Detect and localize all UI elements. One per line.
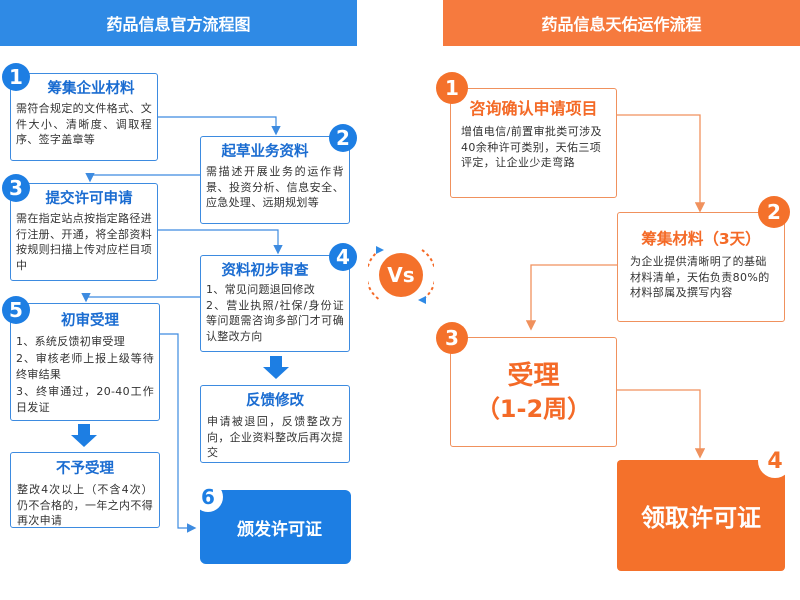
connector-2-3 (85, 172, 200, 183)
left-step-4-text: 1、常见问题退回修改 2、营业执照/社保/身份证等问题需咨询多部门才可确认整改方… (206, 283, 344, 343)
right-step-1-text: 增值电信/前置审批类可涉及40余种许可类别，天佑三项评定，让企业少走弯路 (461, 125, 602, 169)
left-step-2-number: 2 (329, 124, 357, 152)
left-step-2-text: 需描述开展业务的运作背景、投资分析、信息安全、应急处理、远期规划等 (206, 165, 344, 209)
left-step-5-title: 初审受理 (61, 313, 119, 329)
right-step-3-number: 3 (436, 322, 468, 354)
connector-3-4 (158, 229, 283, 255)
left-step-5-text: 1、系统反馈初审受理 2、审核老师上报上级等待终审结果 3、终审通过，20-40… (16, 335, 154, 414)
left-step-5-number: 5 (2, 296, 30, 324)
left-step-2-box: 起草业务资料 需描述开展业务的运作背景、投资分析、信息安全、应急处理、远期规划等 (200, 136, 350, 224)
arrow-down-icon (71, 424, 97, 447)
vs-label: Vs (387, 263, 415, 287)
feedback-box: 反馈修改 申请被退回，反馈整改方向，企业资料整改后再次提交 (200, 385, 350, 463)
right-step-2-title: 筹集材料（3天） (641, 230, 761, 248)
right-step-3-title-line2: （1-2周） (475, 395, 592, 423)
right-step-2-box: 筹集材料（3天） 为企业提供清晰明了的基础材料清单，天佑负责80%的材料部属及撰… (617, 212, 785, 322)
connector-r3-r4 (617, 389, 706, 459)
feedback-text: 申请被退回，反馈整改方向，企业资料整改后再次提交 (207, 415, 343, 459)
left-step-1-box: 筹集企业材料 需符合规定的文件格式、文件大小、清晰度、调取程序、签字盖章等 (10, 73, 158, 161)
right-step-4-title: 领取许可证 (641, 504, 761, 532)
connector-r1-r2 (617, 114, 706, 213)
left-step-2-title: 起草业务资料 (221, 144, 309, 160)
left-step-4-title: 资料初步审查 (221, 263, 309, 279)
reject-box: 不予受理 整改4次以上（不含4次）仍不合格的，一年之内不得再次申请 (10, 452, 160, 528)
right-step-4-box: 领取许可证 (617, 460, 785, 571)
right-step-4-number: 4 (758, 444, 792, 478)
right-step-1-title: 咨询确认申请项目 (469, 99, 598, 118)
right-step-1-number: 1 (436, 72, 468, 104)
left-step-1-text: 需符合规定的文件格式、文件大小、清晰度、调取程序、签字盖章等 (16, 102, 152, 146)
right-step-3-box: 受理 （1-2周） (450, 337, 617, 447)
left-step-6-title: 颁发许可证 (237, 519, 322, 540)
right-header-title: 药品信息天佑运作流程 (541, 15, 702, 34)
left-header: 药品信息官方流程图 (0, 0, 357, 46)
feedback-title: 反馈修改 (246, 393, 304, 409)
right-step-3-title-line1: 受理 (507, 361, 560, 391)
left-step-4-number: 4 (329, 243, 357, 271)
left-header-title: 药品信息官方流程图 (106, 15, 251, 34)
connector-4-5 (81, 292, 200, 303)
arrow-down-icon (263, 356, 289, 379)
left-step-6-box: 颁发许可证 (200, 490, 351, 564)
reject-text: 整改4次以上（不含4次）仍不合格的，一年之内不得再次申请 (17, 483, 153, 527)
left-step-6-number: 6 (193, 482, 223, 512)
reject-title: 不予受理 (56, 461, 114, 477)
right-step-2-text: 为企业提供清晰明了的基础材料清单，天佑负责80%的材料部属及撰写内容 (630, 255, 770, 299)
right-step-1-box: 咨询确认申请项目 增值电信/前置审批类可涉及40余种许可类别，天佑三项评定，让企… (450, 88, 617, 198)
left-step-3-number: 3 (2, 174, 30, 202)
left-step-1-number: 1 (2, 63, 30, 91)
left-step-3-box: 提交许可申请 需在指定站点按指定路径进行注册、开通，将全部资料按规则扫描上传对应… (10, 183, 158, 281)
connector-5-6 (160, 333, 197, 533)
connector-r2-r3 (525, 264, 617, 331)
left-step-3-title: 提交许可申请 (45, 191, 133, 207)
connector-1-2 (158, 116, 281, 136)
left-step-5-box: 初审受理 1、系统反馈初审受理 2、审核老师上报上级等待终审结果 3、终审通过，… (10, 303, 160, 421)
vs-badge-icon (368, 246, 434, 304)
right-step-2-number: 2 (758, 196, 790, 228)
left-step-1-title: 筹集企业材料 (47, 81, 135, 97)
left-step-4-box: 资料初步审查 1、常见问题退回修改 2、营业执照/社保/身份证等问题需咨询多部门… (200, 255, 350, 352)
right-header: 药品信息天佑运作流程 (443, 0, 800, 46)
left-step-3-text: 需在指定站点按指定路径进行注册、开通，将全部资料按规则扫描上传对应栏目项中 (16, 212, 152, 272)
